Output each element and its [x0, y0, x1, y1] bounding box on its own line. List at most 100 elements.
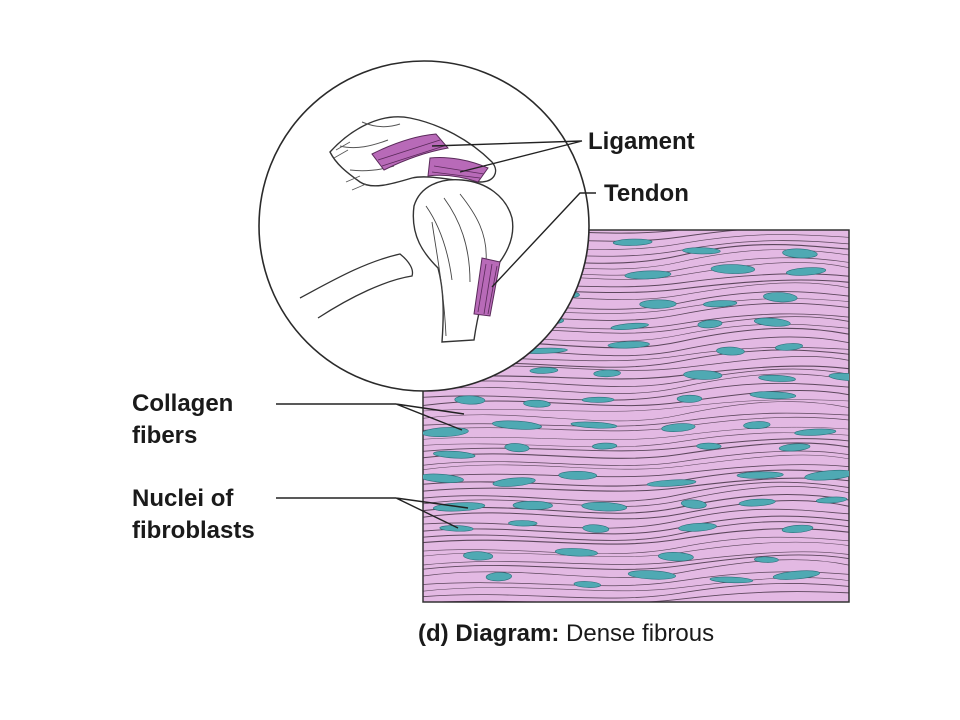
fibroblast-nucleus: [639, 299, 677, 309]
fibroblast-nucleus: [624, 270, 672, 280]
fibroblast-nucleus: [610, 322, 649, 330]
caption-prefix: (d) Diagram:: [418, 620, 560, 647]
fibroblast-nucleus: [607, 341, 650, 349]
joint-inset: [258, 60, 590, 392]
collagen-fiber: [423, 454, 849, 471]
nuclei-leader: [276, 497, 469, 529]
fibroblast-nucleus: [815, 496, 848, 504]
collagen-label-line1: Collagen: [132, 390, 234, 417]
fibroblast-nucleus: [678, 522, 717, 532]
fibroblast-nucleus: [682, 247, 721, 255]
fibroblast-nucleus: [749, 391, 797, 400]
fibroblast-nucleus: [554, 548, 598, 557]
collagen-fiber: [423, 399, 849, 412]
collagen-leader: [276, 403, 465, 431]
fibroblast-nucleus: [786, 267, 827, 276]
collagen-fiber: [423, 464, 849, 478]
fibroblast-nucleus: [492, 420, 542, 430]
collagen-label-line2: fibers: [132, 422, 198, 449]
humerus-detail: [425, 193, 487, 337]
collagen-fiber: [423, 382, 849, 401]
ligament-fibers: [377, 139, 485, 179]
fibroblast-nucleus: [423, 427, 469, 438]
fibroblast-nucleus: [697, 319, 723, 329]
fibroblast-nucleus: [753, 556, 779, 563]
fibroblast-nucleus: [828, 372, 849, 381]
caption-text: Dense fibrous: [566, 620, 715, 647]
tendon-label: Tendon: [604, 180, 689, 207]
fibroblast-nucleus: [439, 525, 474, 532]
fibroblast-nucleus: [680, 499, 707, 509]
fibroblast-nucleus: [485, 572, 512, 582]
fibroblast-nucleus: [716, 346, 745, 356]
collagen-fiber: [423, 515, 849, 535]
fibroblast-nucleus: [581, 501, 628, 512]
fibroblast-nucleus: [676, 394, 703, 403]
collagen-fiber: [423, 368, 849, 387]
fibroblast-nucleus: [591, 442, 618, 450]
collagen-fiber: [423, 401, 849, 422]
fibroblast-nucleus: [508, 520, 538, 527]
fibroblast-nucleus: [492, 477, 536, 487]
fibroblast-nucleus: [582, 524, 610, 533]
collagen-fiber: [423, 438, 849, 452]
tendon-band: [473, 257, 501, 317]
collagen-fiber: [431, 591, 849, 602]
fibroblast-nucleus: [433, 450, 476, 459]
fibroblast-nucleus: [512, 500, 553, 510]
collagen-fiber: [423, 389, 849, 407]
collagen-fiber: [423, 508, 849, 529]
tendon-leader: [491, 192, 596, 288]
collagen-fiber: [423, 365, 849, 380]
fibroblast-nucleus: [782, 248, 818, 259]
collagen-fiber: [423, 486, 849, 507]
fibroblast-nucleus: [753, 317, 791, 327]
fibroblast-nucleus: [627, 570, 677, 580]
fibroblast-nucleus: [781, 524, 814, 533]
fibroblast-nucleus: [736, 471, 784, 479]
fibroblast-nucleus: [570, 421, 618, 429]
fibroblast-nucleus: [778, 443, 811, 452]
fibroblast-nucleus: [709, 576, 754, 584]
fibroblast-nucleus: [658, 552, 694, 562]
collagen-fiber: [423, 494, 849, 514]
fibroblast-nucleus: [710, 264, 756, 274]
collagen-fiber: [423, 583, 849, 599]
tendon-fibers: [477, 263, 498, 315]
collagen-fiber: [423, 373, 849, 394]
collagen-fiber: [423, 481, 849, 502]
fibroblast-nucleus: [593, 369, 621, 378]
fibroblast-nucleus: [758, 374, 796, 382]
fibroblast-nucleus: [683, 370, 723, 380]
fibroblast-nucleus: [581, 396, 615, 403]
nuclei-label-line2: fibroblasts: [132, 517, 255, 544]
collagen-fiber: [423, 450, 849, 466]
fibroblast-nucleus: [454, 395, 486, 405]
fibroblast-nucleus: [504, 443, 530, 453]
shadow-strokes: [333, 141, 367, 191]
collagen-fiber: [423, 521, 849, 541]
fibroblast-nucleus: [529, 367, 559, 374]
fibroblast-nucleus: [775, 343, 803, 351]
fibroblast-nucleus: [558, 470, 598, 480]
collagen-fiber: [423, 551, 849, 566]
ligament-leader: [431, 140, 583, 173]
fibroblast-nucleus: [772, 570, 821, 580]
fibroblast-nucleus: [523, 399, 551, 408]
ligament-band-1: [371, 133, 449, 171]
collagen-fiber: [423, 442, 849, 459]
fibroblast-nucleus: [463, 551, 494, 561]
fibroblast-nucleus: [738, 498, 776, 507]
fibroblast-nucleus: [646, 479, 697, 487]
nuclei-label-line1: Nuclei of: [132, 485, 234, 512]
collagen-fiber: [423, 554, 849, 570]
collagen-fiber: [423, 536, 849, 555]
fibroblast-nucleus: [423, 473, 464, 483]
fibroblast-nucleus: [696, 442, 722, 450]
fibroblast-nucleus: [743, 421, 771, 430]
fibroblast-nucleus: [703, 300, 738, 308]
fibroblast-nucleus: [661, 423, 696, 432]
leader-lines: [276, 140, 596, 529]
figure-caption: (d) Diagram: Dense fibrous: [418, 620, 714, 648]
